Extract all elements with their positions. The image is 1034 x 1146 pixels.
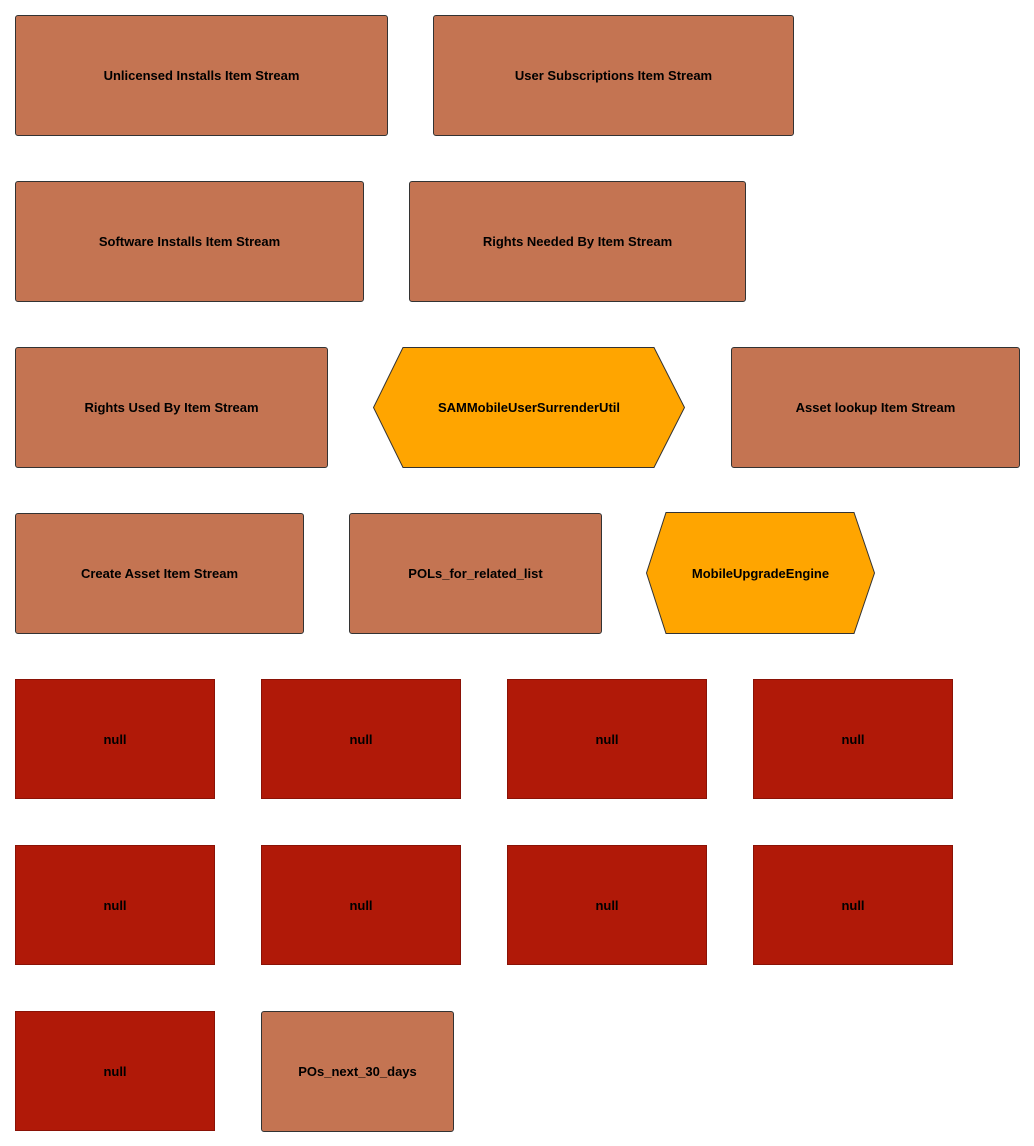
node-label: SAMMobileUserSurrenderUtil bbox=[437, 400, 621, 415]
node-label: null bbox=[349, 731, 373, 747]
null-node[interactable]: null bbox=[507, 679, 707, 799]
null-node[interactable]: null bbox=[753, 679, 953, 799]
null-node[interactable]: null bbox=[15, 845, 215, 965]
node-label: User Subscriptions Item Stream bbox=[514, 68, 713, 83]
node-label: null bbox=[103, 731, 127, 747]
unlicensed-installs-item-stream-node[interactable]: Unlicensed Installs Item Stream bbox=[15, 15, 388, 136]
asset-lookup-item-stream-node[interactable]: Asset lookup Item Stream bbox=[731, 347, 1020, 468]
create-asset-item-stream-node[interactable]: Create Asset Item Stream bbox=[15, 513, 304, 634]
pols-for-related-list-node[interactable]: POLs_for_related_list bbox=[349, 513, 602, 634]
mobile-upgrade-engine-node[interactable]: MobileUpgradeEngine bbox=[645, 512, 876, 634]
rights-needed-by-item-stream-node[interactable]: Rights Needed By Item Stream bbox=[409, 181, 746, 302]
node-label: POs_next_30_days bbox=[298, 1064, 417, 1079]
node-label: null bbox=[103, 897, 127, 913]
node-label: Unlicensed Installs Item Stream bbox=[103, 68, 300, 83]
hexagon-shape bbox=[645, 512, 876, 634]
node-label: MobileUpgradeEngine bbox=[691, 565, 830, 581]
node-label: null bbox=[595, 897, 619, 913]
node-label: null bbox=[841, 731, 865, 747]
node-label: Rights Used By Item Stream bbox=[84, 400, 259, 415]
null-node[interactable]: null bbox=[261, 845, 461, 965]
null-node[interactable]: null bbox=[507, 845, 707, 965]
node-label: null bbox=[595, 731, 619, 747]
sam-mobile-user-surrender-util-node[interactable]: SAMMobileUserSurrenderUtil bbox=[372, 347, 686, 468]
null-node[interactable]: null bbox=[15, 1011, 215, 1131]
node-label: null bbox=[103, 1063, 127, 1079]
node-label: Create Asset Item Stream bbox=[80, 566, 239, 581]
null-node[interactable]: null bbox=[753, 845, 953, 965]
node-label: POLs_for_related_list bbox=[408, 566, 543, 581]
node-label: null bbox=[349, 897, 373, 913]
user-subscriptions-item-stream-node[interactable]: User Subscriptions Item Stream bbox=[433, 15, 794, 136]
node-label: Rights Needed By Item Stream bbox=[482, 234, 673, 249]
node-label: null bbox=[841, 897, 865, 913]
software-installs-item-stream-node[interactable]: Software Installs Item Stream bbox=[15, 181, 364, 302]
rights-used-by-item-stream-node[interactable]: Rights Used By Item Stream bbox=[15, 347, 328, 468]
node-label: Asset lookup Item Stream bbox=[795, 400, 956, 415]
null-node[interactable]: null bbox=[15, 679, 215, 799]
node-label: Software Installs Item Stream bbox=[98, 234, 281, 249]
pos-next-30-days-node[interactable]: POs_next_30_days bbox=[261, 1011, 454, 1132]
hexagon-shape bbox=[372, 347, 686, 468]
null-node[interactable]: null bbox=[261, 679, 461, 799]
